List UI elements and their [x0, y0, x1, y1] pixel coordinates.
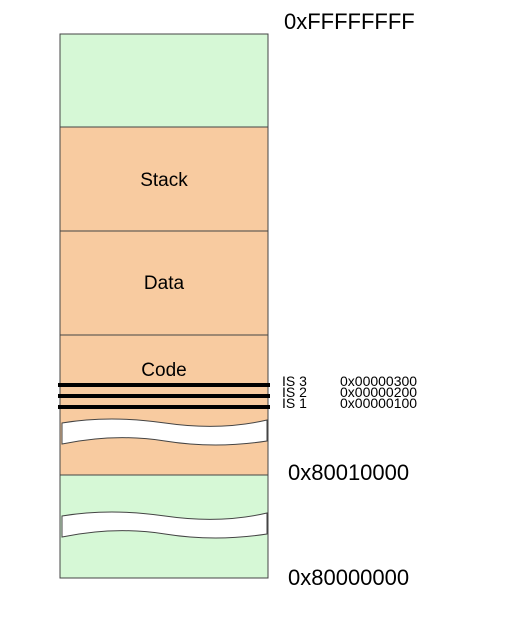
address-top: 0xFFFFFFFF: [284, 9, 415, 34]
interrupt-slot-2-address: 0x00000200: [340, 384, 417, 400]
memory-break-lower: [61, 511, 268, 539]
address-bottom: 0x80000000: [288, 565, 409, 590]
interrupt-slot-1-address: 0x00000100: [340, 395, 417, 411]
memory-break-upper: [61, 418, 268, 446]
stack-segment: [59, 126, 269, 232]
data-segment: [59, 230, 269, 336]
code-label: Code: [141, 360, 186, 381]
interrupt-slot-3-label: IS 3: [282, 373, 307, 389]
stack-label: Stack: [140, 170, 188, 191]
interrupt-slot-2-label: IS 2: [282, 384, 307, 400]
interrupt-slot-1-label: IS 1: [282, 395, 307, 411]
interrupt-slot-3-address: 0x00000300: [340, 373, 417, 389]
address-mid: 0x80010000: [288, 460, 409, 485]
free-region-top: [59, 33, 269, 128]
data-label: Data: [144, 273, 185, 294]
